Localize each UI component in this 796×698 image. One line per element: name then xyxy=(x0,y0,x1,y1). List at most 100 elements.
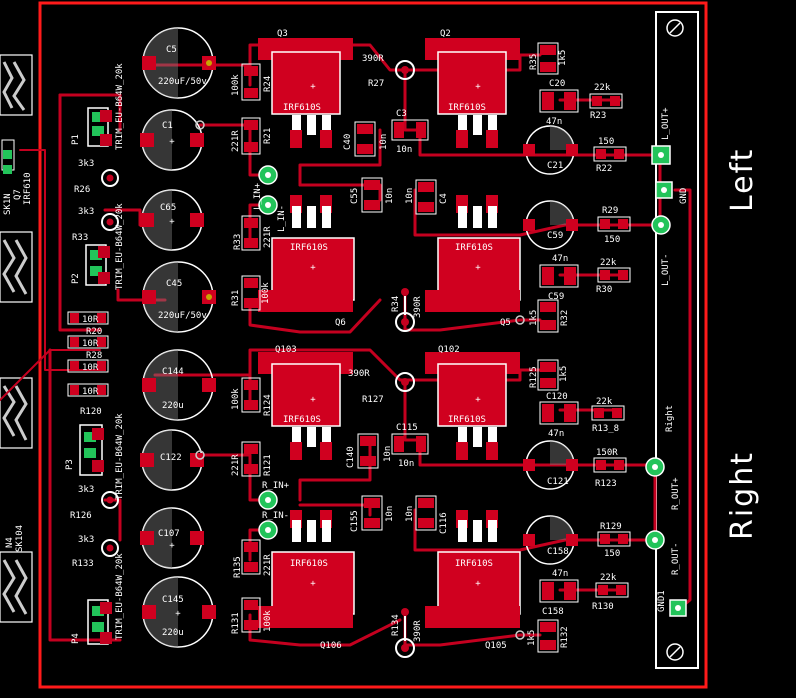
trimmer-p2: P2 TRIM_EU-B64W_20k xyxy=(71,203,125,290)
trimmer-p4: P4 TRIM_EU-B64W_20k xyxy=(71,553,125,645)
resistor-r26-ref: R26 xyxy=(74,185,90,195)
cap-c45-ref: C45 xyxy=(166,279,182,289)
testpoint-r-out-minus[interactable] xyxy=(645,530,665,550)
cap-c45-val: 220uF/50v xyxy=(158,311,207,321)
resistor-r24-ref: R24 xyxy=(263,76,273,92)
testpoint-l-out-minus[interactable] xyxy=(651,215,671,235)
q102-label: Q102 xyxy=(438,345,460,355)
resistor-r21-ref: R21 xyxy=(263,128,273,144)
resistor-r23: 22k R23 xyxy=(589,83,623,121)
gnd-label: GND xyxy=(679,188,689,204)
l-out-plus-label: L_OUT+ xyxy=(661,107,671,140)
resistor-r127-val: 390R xyxy=(348,369,370,379)
resistor-r133: 3k3 R133 xyxy=(72,535,119,569)
cap-c145-val: 220u xyxy=(162,628,184,638)
right-small-label: Right xyxy=(665,405,675,432)
resistor-r123-val: 150R xyxy=(596,448,618,458)
q6-label: Q6 xyxy=(335,318,346,328)
mounting-hole-bottom-icon xyxy=(666,643,684,661)
cap-c21-ref: C21 xyxy=(547,161,563,171)
channel-right-label: Right xyxy=(725,451,760,540)
cap-c59-ref: C59 xyxy=(547,231,563,241)
testpoint-r-in-minus[interactable] xyxy=(258,520,278,540)
cap-c158-smd-val: 47n xyxy=(552,569,568,579)
mosfet-q5: + IRF610S xyxy=(425,195,521,312)
resistor-r13-8-ref: R13_8 xyxy=(592,424,619,434)
testpoint-l-in-plus[interactable] xyxy=(258,165,278,185)
resistor-r30: 22k R30 xyxy=(596,258,631,295)
testpoint-gnd[interactable] xyxy=(655,181,673,199)
cap-c65: + C65 xyxy=(140,189,204,251)
resistor-r134: R134 390R xyxy=(391,608,423,658)
cap-c145-ref: C145 xyxy=(162,595,184,605)
cap-c3: C3 10n xyxy=(391,109,429,155)
cap-c20: C20 47n xyxy=(539,79,579,127)
resistor-r126: 3k3 R126 xyxy=(70,485,119,521)
channel-left-label: Left xyxy=(725,148,760,212)
resistor-r135-ref: R135 xyxy=(233,556,243,578)
cap-c144: C144 220u xyxy=(142,349,216,421)
cap-c140-ref: C140 xyxy=(346,446,356,468)
resistor-stack-mid-val: 10R xyxy=(82,363,99,373)
resistor-r135-val: 221R xyxy=(263,554,273,576)
n4-label: N4 xyxy=(5,537,15,548)
cap-c115-ref: C115 xyxy=(396,423,418,433)
cap-c107: + C107 xyxy=(140,507,204,569)
cap-c145-plus: + xyxy=(175,609,181,619)
resistor-r130-val: 22k xyxy=(600,573,617,583)
trimmer-p3: P3 TRIM_EU-B64W_20k xyxy=(65,413,125,500)
testpoint-l-out-plus[interactable] xyxy=(651,145,671,165)
cap-c65-ref: C65 xyxy=(160,203,176,213)
cap-c1-plus: + xyxy=(169,137,175,147)
mosfet-q106-part: IRF610S xyxy=(290,559,328,569)
testpoint-l-in-minus[interactable] xyxy=(258,195,278,215)
cap-c158-smd-ref: C158 xyxy=(542,607,564,617)
resistor-r125-ref: R125 xyxy=(529,366,539,388)
mosfet-q6: + IRF610S xyxy=(258,195,355,312)
r-in-minus-label: R_IN- xyxy=(262,511,289,521)
resistor-r120-ref: R120 xyxy=(80,407,102,417)
r-in-plus-label: R_IN+ xyxy=(262,481,290,491)
resistor-r124-val: 100k xyxy=(231,388,241,410)
cap-c122: C122 xyxy=(140,429,204,491)
resistor-r124: 100k R124 xyxy=(231,377,273,416)
cap-c122-ref: C122 xyxy=(160,453,182,463)
resistor-r20: 10R R20 xyxy=(67,311,109,337)
mosfet-q105: + IRF610S xyxy=(425,510,521,628)
testpoint-gnd1[interactable] xyxy=(669,599,687,617)
resistor-r33-val: 221R xyxy=(263,226,273,248)
cap-c155-ref: C155 xyxy=(350,510,360,532)
resistor-r121: 221R R121 xyxy=(231,441,273,477)
cap-c4-ref: C4 xyxy=(439,193,449,204)
gnd1-label: GND1 xyxy=(657,590,667,612)
sk104-label: SK104 xyxy=(15,525,25,552)
resistor-r27-ref: R27 xyxy=(368,79,384,89)
cap-c45: C45 220uF/50v xyxy=(142,261,216,333)
cap-c40-ref: C40 xyxy=(343,134,353,150)
testpoint-r-in-plus[interactable] xyxy=(258,490,278,510)
cap-c120-val: 47n xyxy=(548,429,564,439)
cap-c40: C40 10n xyxy=(343,121,389,157)
resistor-r33b-ref: R33 xyxy=(72,233,88,243)
resistor-r21: 221R R21 xyxy=(231,117,273,155)
mosfet-q2-part: IRF610S xyxy=(448,103,486,113)
resistor-r132-val: 1k5 xyxy=(527,630,537,646)
mosfet-q6-part: IRF610S xyxy=(290,243,328,253)
cap-c20-val: 47n xyxy=(546,117,562,127)
resistor-r134-ref: R134 xyxy=(391,614,401,636)
mosfet-q102: + IRF610S xyxy=(425,352,520,460)
cap-c4-val: 10n xyxy=(405,188,415,204)
sk1n-label: SK1N xyxy=(3,193,13,215)
testpoint-r-out-plus[interactable] xyxy=(645,457,665,477)
heatsink-socket-left-top xyxy=(0,54,33,116)
trimmer-p2-part: TRIM_EU-B64W_20k xyxy=(115,203,125,290)
resistor-r32-ref: R32 xyxy=(560,310,570,326)
resistor-r26: 3k3 R26 xyxy=(74,159,119,195)
q105-label: Q105 xyxy=(485,641,507,651)
resistor-r127: 390R R127 xyxy=(348,369,415,405)
resistor-r31-ref: R31 xyxy=(231,290,241,306)
resistor-r30-val: 22k xyxy=(600,258,617,268)
cap-c1-ref: C1 xyxy=(162,121,173,131)
vias xyxy=(195,120,525,640)
